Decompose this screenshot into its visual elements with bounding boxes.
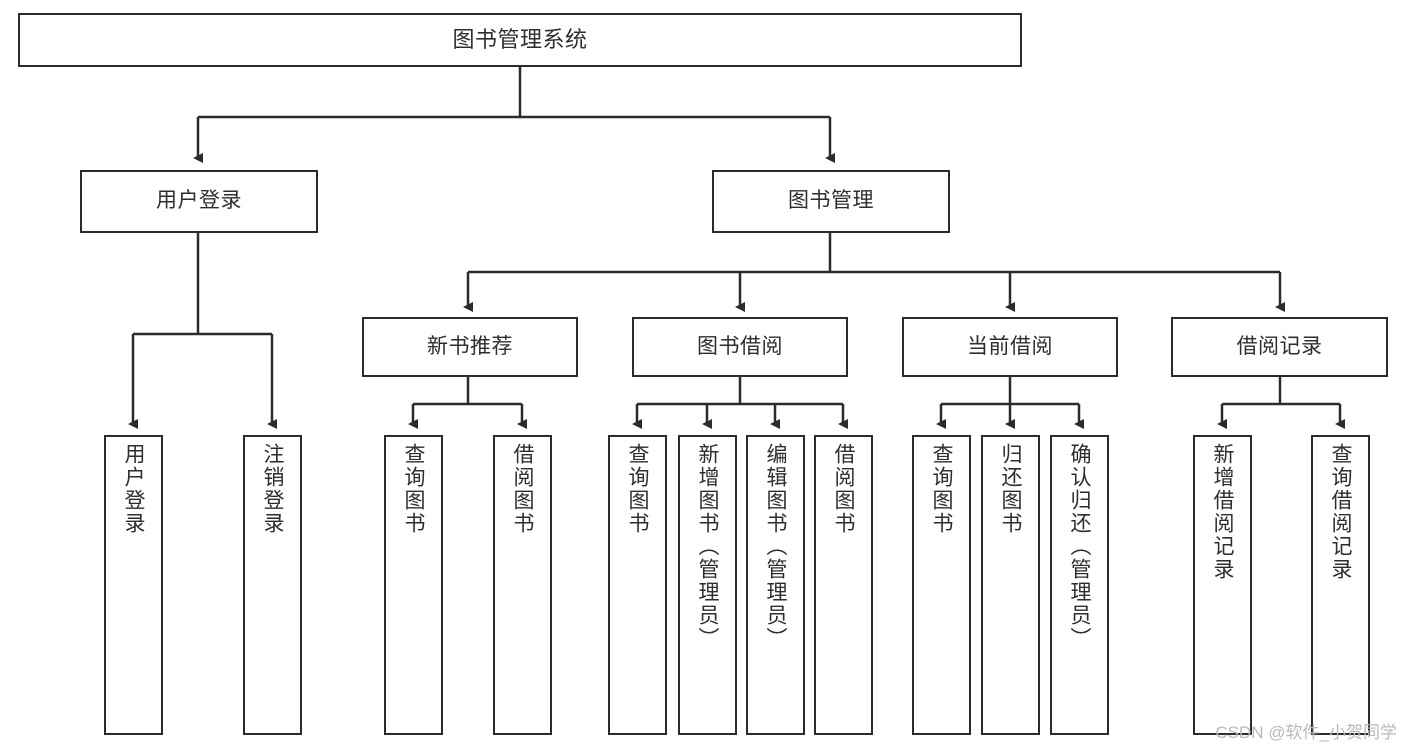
- node-borrow-record-label: 借阅记录: [1236, 334, 1323, 358]
- node-leaf-borrow-book-1-label: 借阅图书: [511, 443, 534, 535]
- node-current-borrow[interactable]: 当前借阅: [902, 317, 1118, 377]
- node-leaf-query-record[interactable]: 查询借阅记录: [1311, 435, 1370, 735]
- node-book-borrow-label: 图书借阅: [697, 334, 783, 358]
- node-leaf-query-book-2-label: 查询图书: [626, 443, 649, 535]
- node-leaf-logout-login[interactable]: 注销登录: [243, 435, 302, 735]
- node-leaf-borrow-book-1[interactable]: 借阅图书: [493, 435, 552, 735]
- node-current-borrow-label: 当前借阅: [967, 334, 1053, 358]
- node-new-book-recommend-label: 新书推荐: [427, 334, 513, 358]
- node-user-login[interactable]: 用户登录: [80, 170, 318, 233]
- node-leaf-borrow-book-2-label: 借阅图书: [832, 443, 855, 535]
- watermark: CSDN @软件_小贺同学: [1215, 723, 1397, 742]
- node-root-label: 图书管理系统: [452, 27, 588, 53]
- node-leaf-add-record-label: 新增借阅记录: [1211, 443, 1234, 581]
- node-leaf-user-login-label: 用户登录: [122, 443, 145, 535]
- node-book-manage[interactable]: 图书管理: [712, 170, 950, 233]
- node-root[interactable]: 图书管理系统: [18, 13, 1022, 67]
- node-leaf-logout-login-label: 注销登录: [261, 443, 284, 535]
- node-leaf-return-book-label: 归还图书: [999, 443, 1022, 535]
- node-book-manage-label: 图书管理: [788, 189, 874, 213]
- node-leaf-user-login[interactable]: 用户登录: [104, 435, 163, 735]
- node-book-borrow[interactable]: 图书借阅: [632, 317, 848, 377]
- node-borrow-record[interactable]: 借阅记录: [1171, 317, 1388, 377]
- node-user-login-label: 用户登录: [156, 189, 242, 213]
- node-leaf-confirm-return[interactable]: 确认归还（管理员）: [1050, 435, 1109, 735]
- node-leaf-query-book-1[interactable]: 查询图书: [384, 435, 443, 735]
- node-leaf-add-record[interactable]: 新增借阅记录: [1193, 435, 1252, 735]
- node-leaf-add-book[interactable]: 新增图书（管理员）: [678, 435, 737, 735]
- node-leaf-add-book-label: 新增图书（管理员）: [696, 443, 719, 650]
- node-leaf-edit-book-label: 编辑图书（管理员）: [764, 443, 787, 650]
- node-leaf-return-book[interactable]: 归还图书: [981, 435, 1040, 735]
- node-leaf-edit-book[interactable]: 编辑图书（管理员）: [746, 435, 805, 735]
- node-new-book-recommend[interactable]: 新书推荐: [362, 317, 578, 377]
- node-leaf-query-book-3[interactable]: 查询图书: [912, 435, 971, 735]
- node-leaf-query-book-1-label: 查询图书: [402, 443, 425, 535]
- node-leaf-borrow-book-2[interactable]: 借阅图书: [814, 435, 873, 735]
- node-leaf-query-record-label: 查询借阅记录: [1329, 443, 1352, 581]
- node-leaf-query-book-2[interactable]: 查询图书: [608, 435, 667, 735]
- node-leaf-confirm-return-label: 确认归还（管理员）: [1068, 443, 1091, 650]
- node-leaf-query-book-3-label: 查询图书: [930, 443, 953, 535]
